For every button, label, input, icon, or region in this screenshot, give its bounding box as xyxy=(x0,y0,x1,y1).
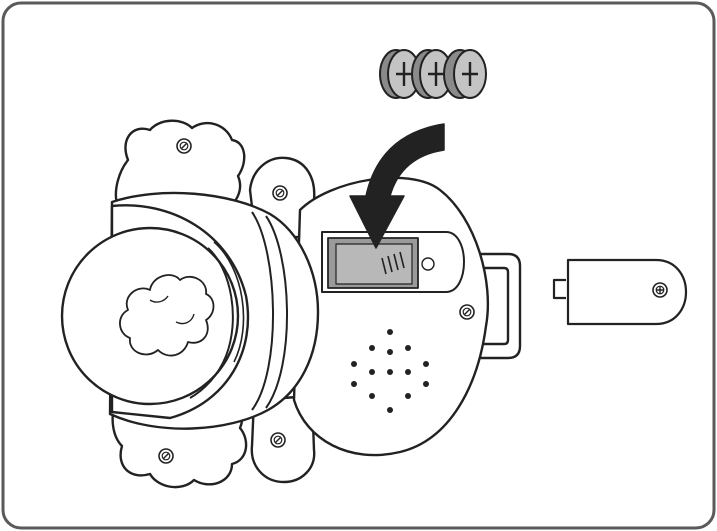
upper-limb xyxy=(114,119,246,212)
helmet-cloud xyxy=(119,274,215,357)
screw-icon xyxy=(272,185,288,201)
spring-contact xyxy=(381,251,405,275)
battery-compartment xyxy=(321,231,465,293)
coin-cell-batteries-icon xyxy=(379,49,487,99)
screw-icon xyxy=(176,138,192,154)
screw-icon xyxy=(158,448,174,464)
toy-body xyxy=(60,119,522,489)
speaker-grille xyxy=(351,329,429,413)
curved-down-arrow-icon xyxy=(349,123,445,249)
battery-door-icon xyxy=(552,258,688,326)
screw-icon xyxy=(459,304,475,320)
screw-icon xyxy=(270,432,286,448)
